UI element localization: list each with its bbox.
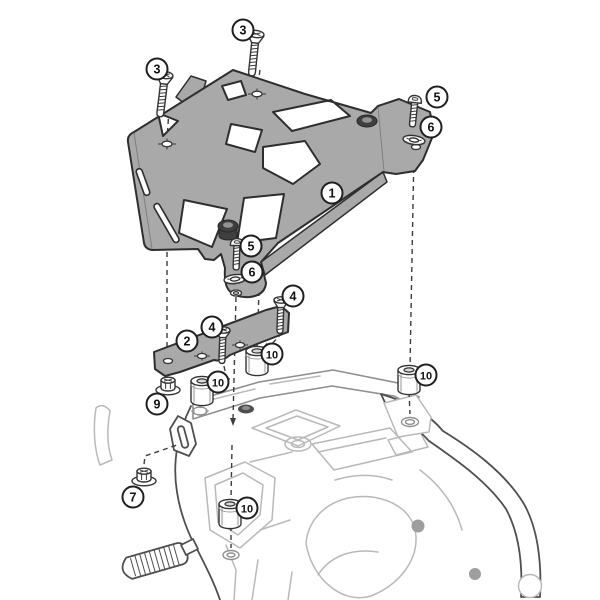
callout-number: 6 [428,120,435,134]
passenger-footpeg [121,542,189,580]
callout-10-spacer-bushing: 10 [206,370,230,394]
callout-number: 9 [154,397,161,411]
callout-10-spacer-bushing: 10 [414,363,438,387]
callout-6-washer: 6 [240,260,264,284]
callout-number: 4 [290,289,297,303]
callout-number: 1 [329,186,336,200]
callout-10-spacer-bushing: 10 [235,496,259,520]
rail-end-tube [517,573,543,599]
mount-hole [192,406,208,416]
callout-1-rack-plate: 1 [320,181,344,205]
rack-plate-assembly [126,69,435,299]
callout-4-countersunk-screw-short: 4 [200,315,224,339]
callout-2-adapter-bracket: 2 [175,329,199,353]
callout-number: 7 [130,490,137,504]
callout-4-countersunk-screw-short: 4 [281,284,305,308]
callout-3-countersunk-screw: 3 [145,57,169,81]
callout-7-flange-nut: 7 [121,485,145,509]
flange-nut-9 [155,376,181,396]
callout-number: 4 [209,320,216,334]
callout-number: 3 [240,23,247,37]
x-brace [251,409,341,447]
callout-number: 5 [434,90,441,104]
callout-number: 10 [212,377,224,389]
motorcycle-tail [93,369,543,600]
callout-9-flange-nut: 9 [145,392,169,416]
fairing-bolt [411,519,425,533]
rack-plate [126,69,435,299]
underseat-panel [305,495,417,599]
callout-3-countersunk-screw: 3 [231,18,255,42]
callout-number: 10 [241,503,253,515]
callout-number: 2 [184,334,191,348]
callout-10-spacer-bushing: 10 [260,342,284,366]
left-rail [93,404,113,466]
callout-number: 6 [249,265,256,279]
flange-nut-7 [131,467,157,487]
fairing-bolt [469,568,481,580]
callouts-layer: 3 3 5 6 1 5 6 4 4 2 10 10 10 9 7 10 [121,18,449,520]
callout-number: 10 [266,349,278,361]
callout-number: 3 [154,62,161,76]
callout-number: 5 [248,239,255,253]
plate-slot [153,202,180,244]
callout-5-button-head-screw: 5 [239,234,263,258]
callout-number: 10 [420,370,432,382]
plate-slot [135,167,151,197]
rail-mount-foot [383,394,432,438]
callout-5-button-head-screw: 5 [425,85,449,109]
adapter-bracket-assembly [131,295,422,530]
callout-6-washer: 6 [419,115,443,139]
